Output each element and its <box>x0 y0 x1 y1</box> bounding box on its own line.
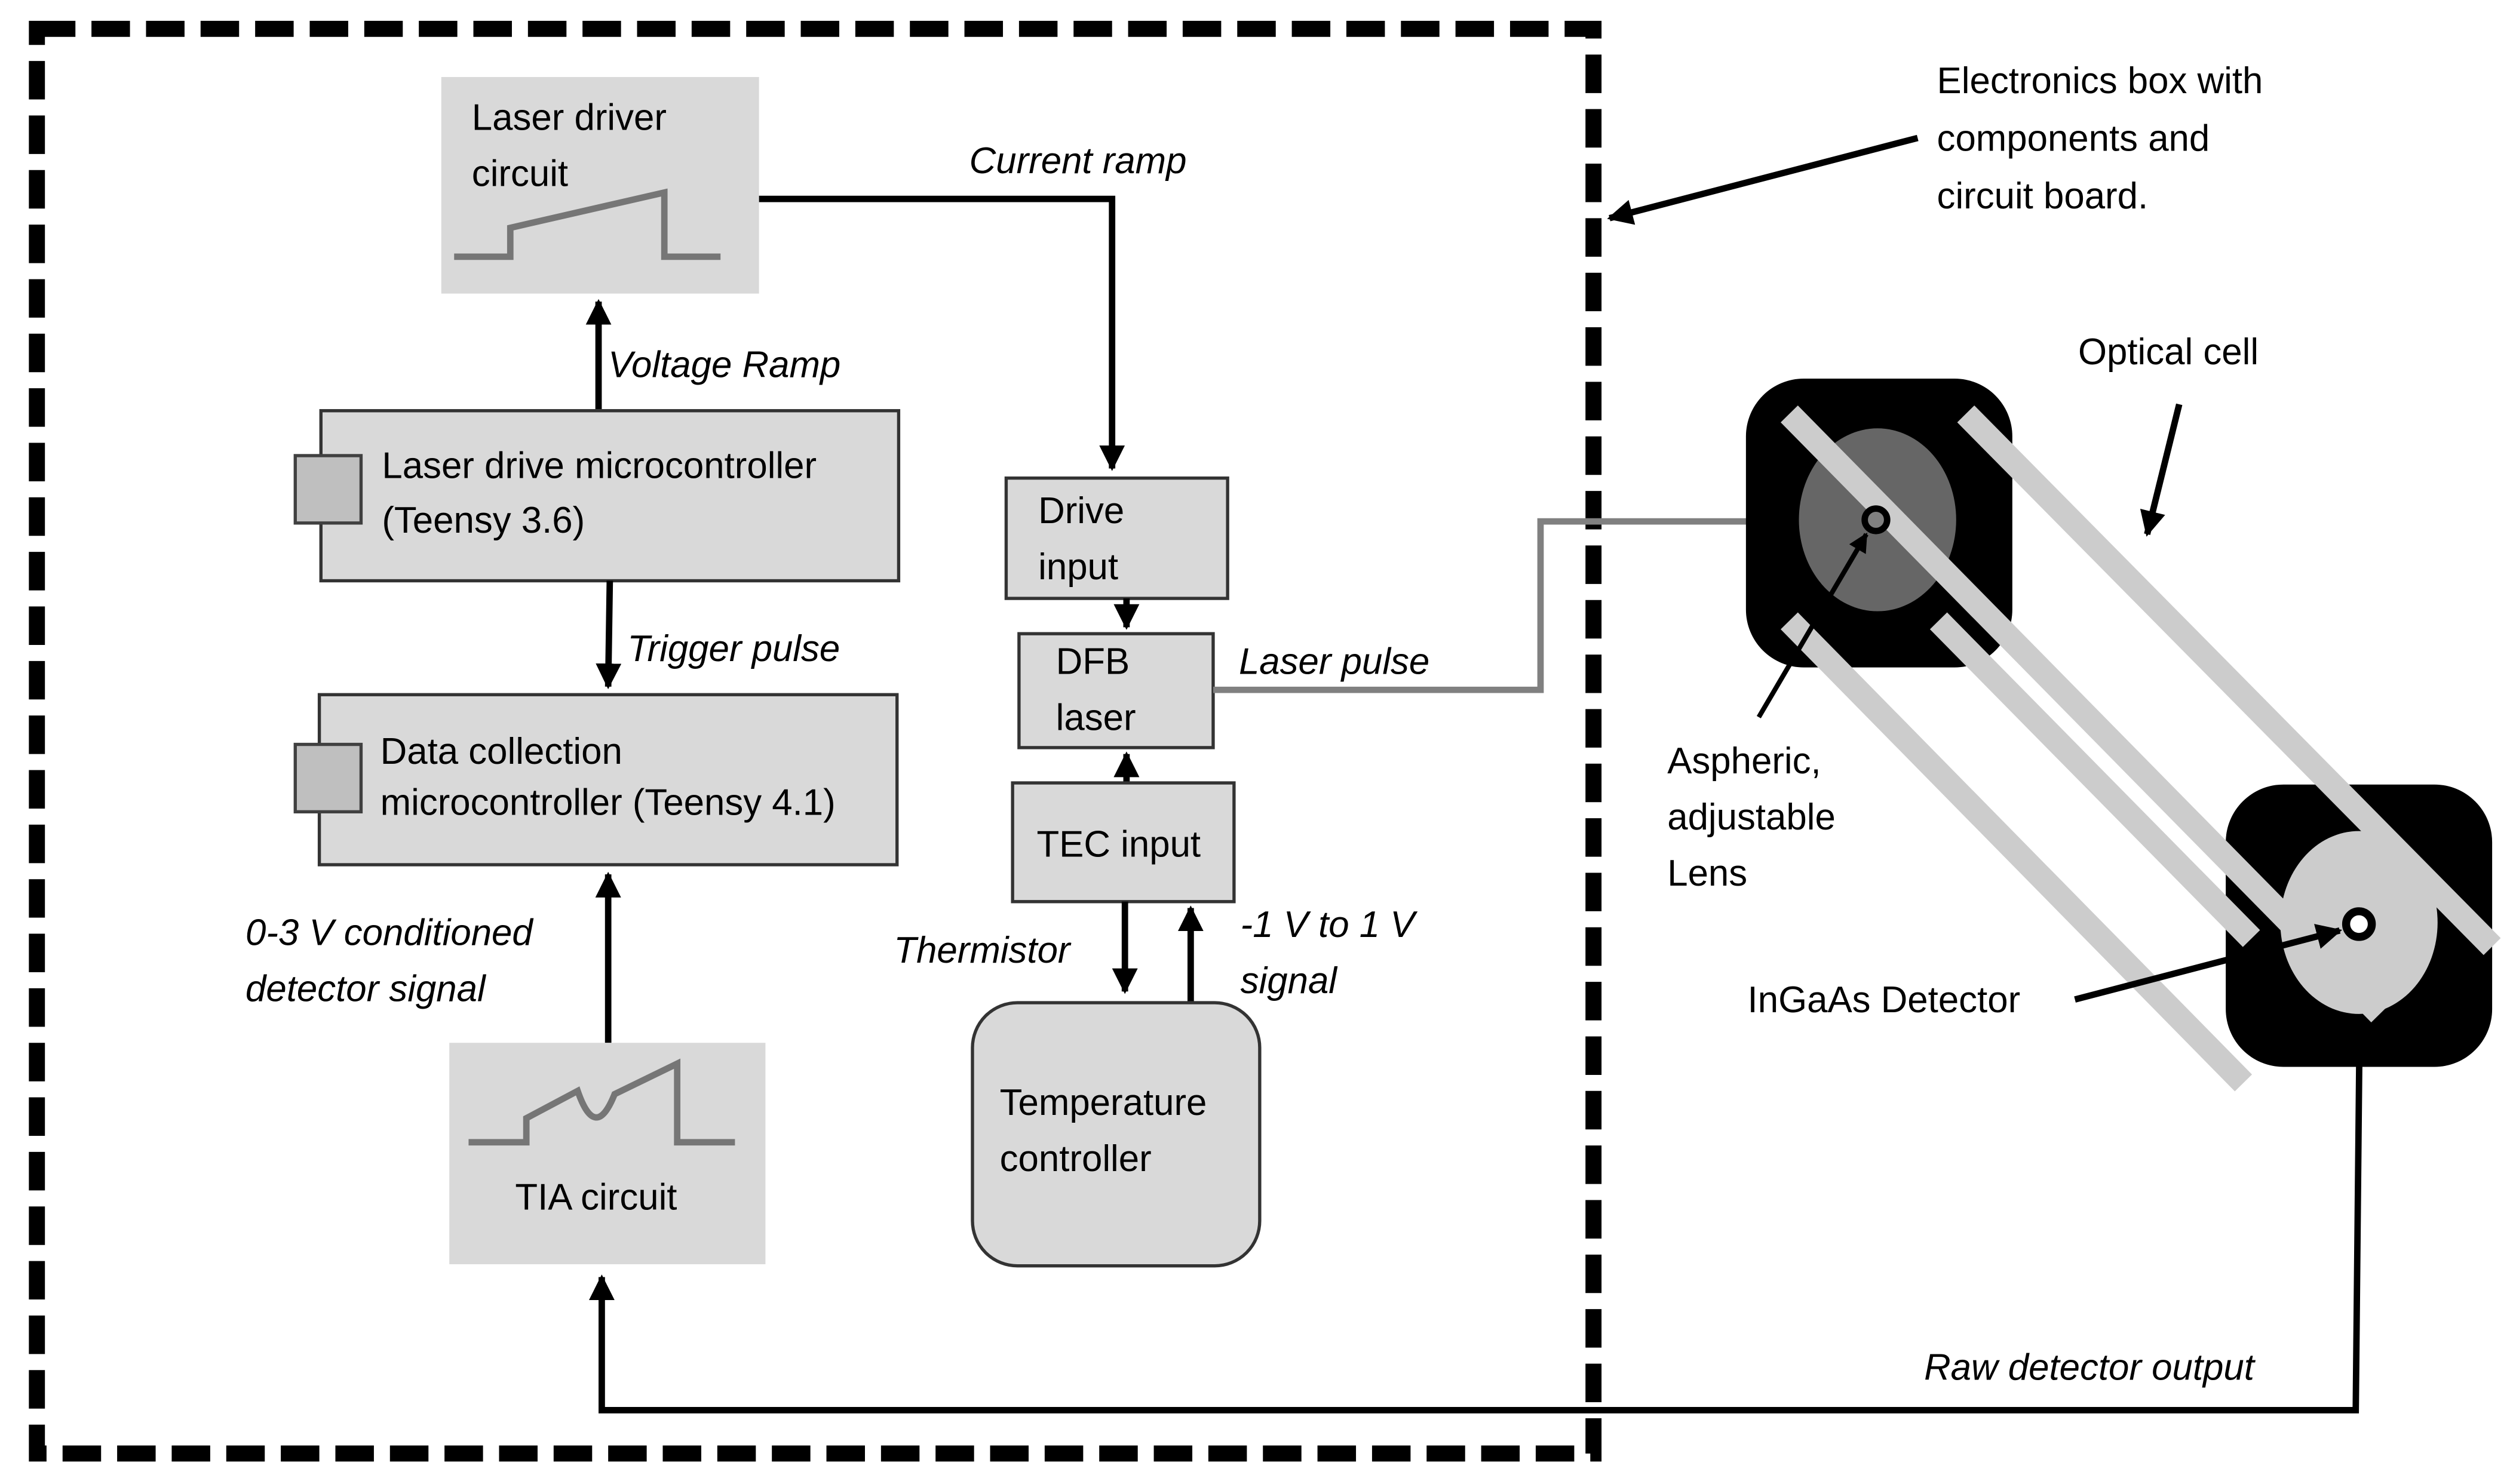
raw-detector-output-wire <box>588 930 2364 1414</box>
drive-input-label-2: input <box>1038 546 1118 588</box>
electronics-box-pointer <box>1607 134 1919 225</box>
detector-label: InGaAs Detector <box>1748 979 2021 1021</box>
electronics-box-label-1: Electronics box with <box>1937 60 2263 102</box>
data-collection-mcu-label-2: microcontroller (Teensy 4.1) <box>381 782 836 824</box>
drive-input-label-1: Drive <box>1038 490 1124 531</box>
detector-pointer <box>2074 924 2343 1003</box>
optical-cell-pointer <box>2140 403 2183 537</box>
thermistor-label: Thermistor <box>894 930 1072 971</box>
tia-block[interactable]: TIA circuit <box>449 1043 766 1264</box>
current-ramp-waveform-icon <box>454 188 721 260</box>
laser-driver-label-1: Laser driver <box>472 97 667 139</box>
lens-label-3: Lens <box>1667 853 1747 894</box>
temperature-controller-label-2: controller <box>1000 1138 1152 1179</box>
optical-cell[interactable] <box>1745 379 2501 1092</box>
tec-signal-label-1: -1 V to 1 V <box>1241 904 1418 945</box>
dfb-laser-label-1: DFB <box>1056 641 1130 682</box>
detector-element-icon <box>2342 907 2376 941</box>
drive-input-block[interactable]: Drive input <box>1004 476 1229 600</box>
laser-pulse-beam <box>1213 508 1857 693</box>
chip-icon <box>293 742 363 814</box>
raw-detector-output-label: Raw detector output <box>1924 1347 2256 1388</box>
tec-input-block[interactable]: TEC input <box>1011 781 1236 904</box>
current-ramp-label: Current ramp <box>969 140 1187 182</box>
tec-input-label: TEC input <box>1036 824 1201 865</box>
detector-signal-waveform-icon <box>468 1058 735 1146</box>
cell-rod <box>1781 612 2253 1092</box>
laser-driver-label-2: circuit <box>472 153 568 195</box>
conditioned-signal-label-2: detector signal <box>246 968 487 1009</box>
cell-rod <box>1957 405 2501 955</box>
lens-label-1: Aspheric, <box>1667 741 1821 782</box>
tec-signal-label-2: signal <box>1241 960 1339 1001</box>
lens-label-2: adjustable <box>1667 797 1836 838</box>
laser-drive-mcu-block[interactable]: Laser drive microcontroller (Teensy 3.6) <box>293 409 901 583</box>
lens-focus-icon <box>1861 505 1891 534</box>
voltage-ramp-label: Voltage Ramp <box>608 344 840 385</box>
temperature-controller-block[interactable]: Temperature controller <box>971 1001 1262 1268</box>
current-ramp-wire <box>759 195 1125 471</box>
chip-icon <box>293 454 363 525</box>
optical-cell-label: Optical cell <box>2078 331 2259 373</box>
dfb-laser-block[interactable]: DFB laser <box>1017 632 1215 749</box>
electronics-box-label-3: circuit board. <box>1937 176 2149 217</box>
trigger-pulse-arrow <box>596 580 622 690</box>
data-collection-mcu-block[interactable]: Data collection microcontroller (Teensy … <box>293 693 899 867</box>
tia-label: TIA circuit <box>515 1177 677 1218</box>
laser-pulse-label: Laser pulse <box>1239 641 1429 682</box>
temperature-controller-label-1: Temperature <box>1000 1082 1207 1123</box>
trigger-pulse-label: Trigger pulse <box>627 628 840 669</box>
laser-drive-mcu-label-2: (Teensy 3.6) <box>382 500 585 541</box>
laser-drive-mcu-label-1: Laser drive microcontroller <box>382 445 817 487</box>
lens-pointer <box>1756 532 1868 718</box>
data-collection-mcu-label-1: Data collection <box>381 731 622 772</box>
electronics-box-border <box>29 20 1602 1462</box>
conditioned-signal-label-1: 0-3 V conditioned <box>246 912 533 953</box>
cell-rod <box>1929 612 2260 947</box>
electronics-box-label-2: components and <box>1937 118 2210 159</box>
laser-driver-block[interactable]: Laser driver circuit <box>441 76 759 294</box>
dfb-laser-label-2: laser <box>1056 697 1136 738</box>
